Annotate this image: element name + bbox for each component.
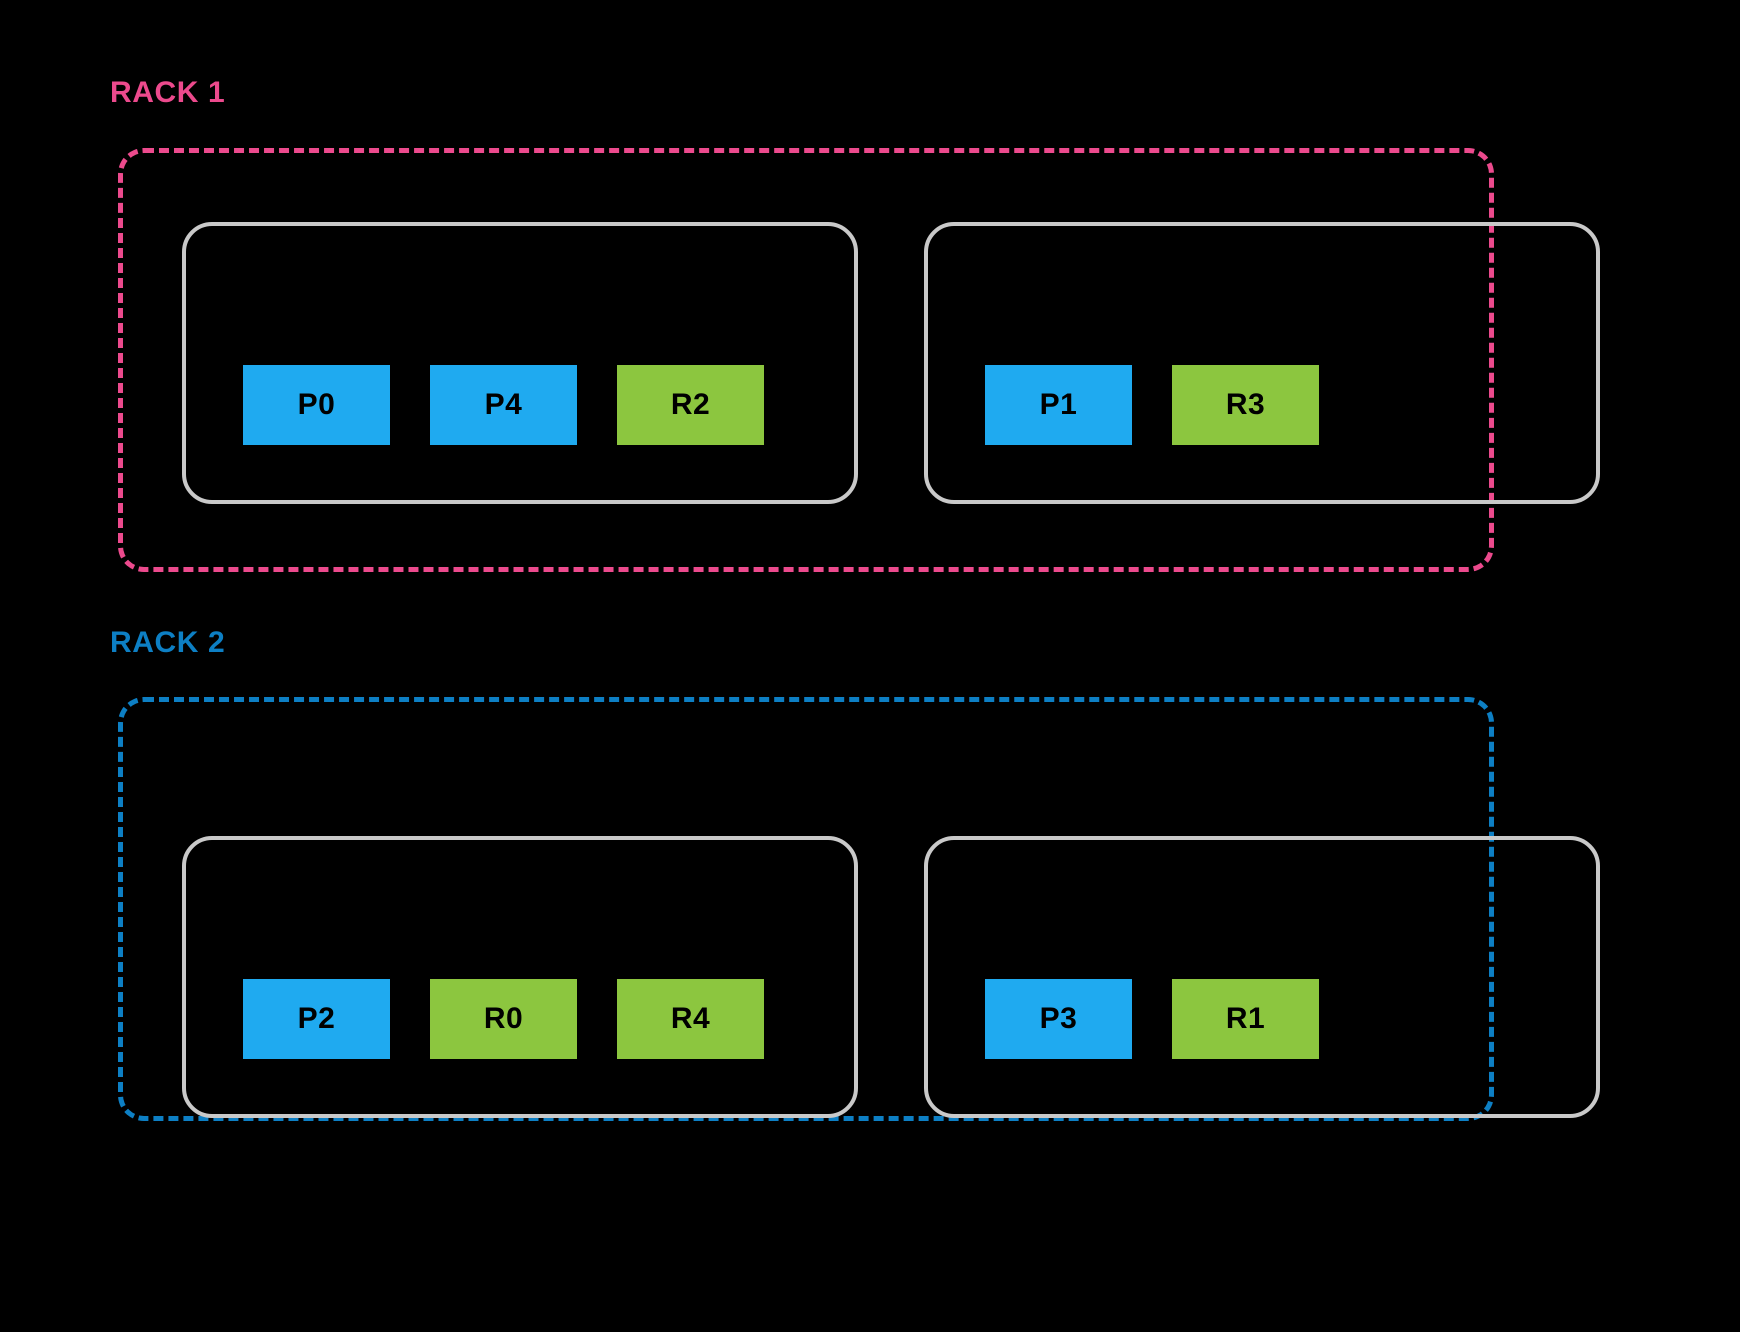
cell-p1[interactable]: P1	[985, 365, 1132, 445]
cell-label: P4	[484, 388, 523, 421]
cell-r0[interactable]: R0	[430, 979, 577, 1059]
rack-1-node-1-cells: P0 P4 R2	[243, 365, 764, 445]
cell-r1[interactable]: R1	[1172, 979, 1319, 1059]
cell-label: P1	[1039, 388, 1078, 421]
cell-r2[interactable]: R2	[617, 365, 764, 445]
cell-r3[interactable]: R3	[1172, 365, 1319, 445]
cell-p0[interactable]: P0	[243, 365, 390, 445]
rack-1-boundary	[118, 148, 1494, 572]
cell-label: P0	[297, 388, 336, 421]
rack-2-label: RACK 2	[110, 626, 226, 659]
cell-label: R3	[1225, 388, 1266, 421]
rack-2-node-1-box[interactable]	[182, 836, 858, 1118]
rack-2-node-1-cells: P2 R0 R4	[243, 979, 764, 1059]
rack-1-node-1-box[interactable]	[182, 222, 858, 504]
cell-p2[interactable]: P2	[243, 979, 390, 1059]
cell-p4[interactable]: P4	[430, 365, 577, 445]
cell-label: R1	[1225, 1002, 1266, 1035]
cell-label: P2	[297, 1002, 336, 1035]
rack-group-1: RACK 1 P0 P4 R2 P1 R3	[0, 0, 1740, 600]
cell-r4[interactable]: R4	[617, 979, 764, 1059]
rack-1-node-2-cells: P1 R3	[985, 365, 1319, 445]
rack-2-boundary	[118, 697, 1494, 1121]
cell-label: P3	[1039, 1002, 1078, 1035]
rack-1-node-2-box[interactable]	[924, 222, 1600, 504]
cell-label: R2	[670, 388, 711, 421]
cell-p3[interactable]: P3	[985, 979, 1132, 1059]
cell-label: R4	[670, 1002, 711, 1035]
cell-label: R0	[483, 1002, 524, 1035]
rack-2-node-2-box[interactable]	[924, 836, 1600, 1118]
rack-2-node-2-cells: P3 R1	[985, 979, 1319, 1059]
rack-1-label: RACK 1	[110, 76, 226, 109]
